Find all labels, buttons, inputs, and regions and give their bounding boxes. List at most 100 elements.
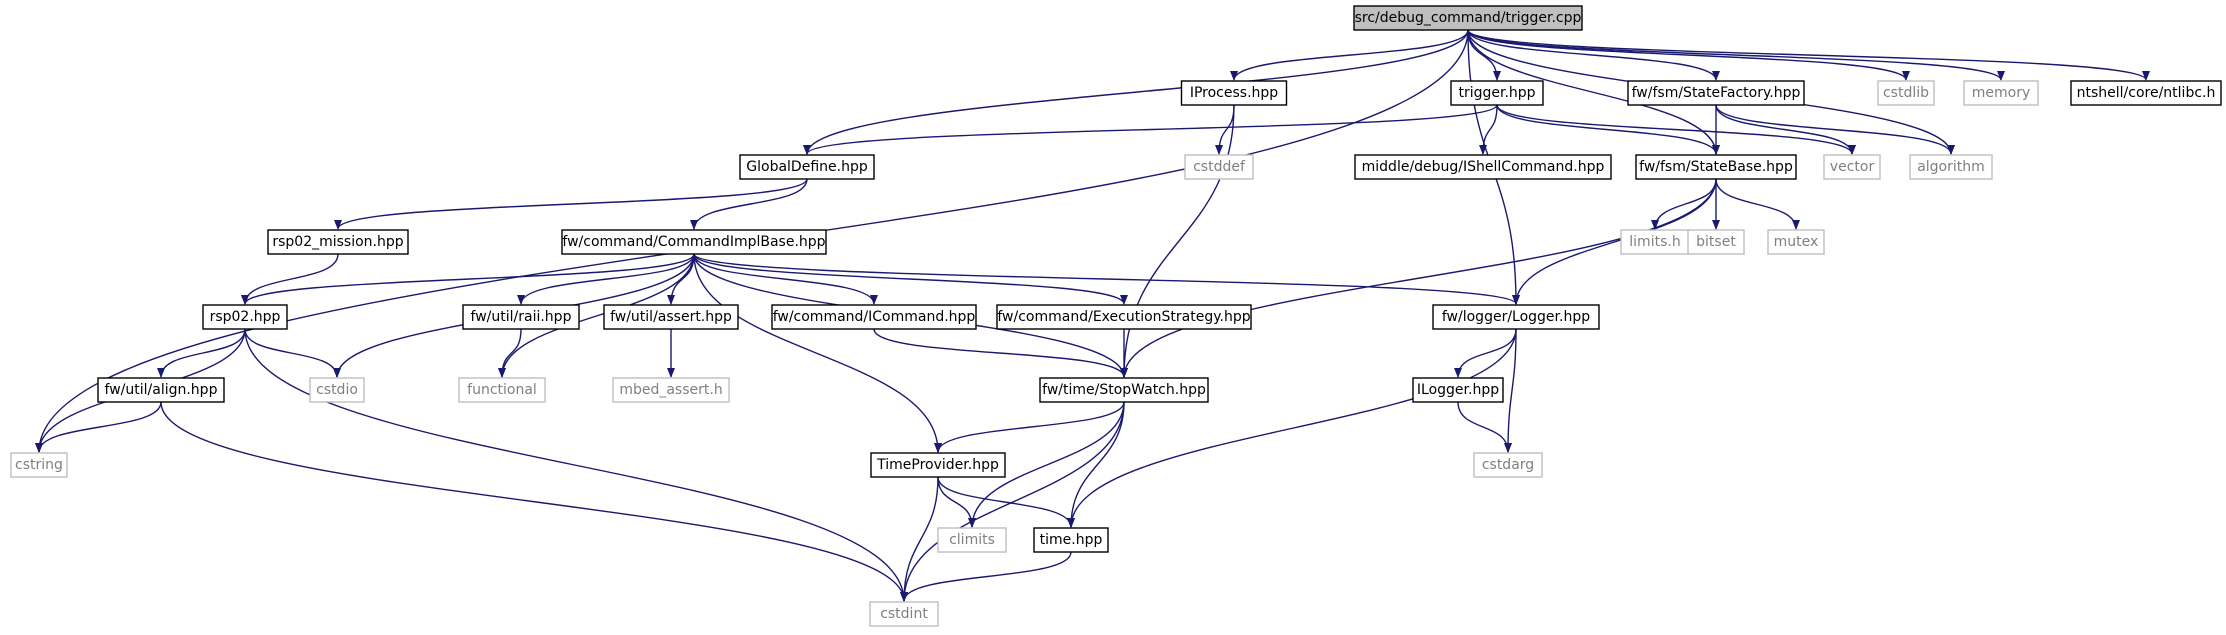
edge-stopwatch-to-time <box>1067 401 1125 528</box>
edge-trigger_hpp-to-statebase <box>1496 104 1720 155</box>
node-box <box>1909 154 1993 180</box>
edge-iprocess-to-stopwatch <box>1120 104 1235 378</box>
node-vector: vector <box>1823 154 1881 180</box>
edge-globaldefine-to-rsp02mission <box>334 178 808 230</box>
node-label: rsp02.hpp <box>210 309 281 325</box>
node-box <box>1180 80 1288 106</box>
node-box <box>2070 80 2222 106</box>
node-fw-util-raii-hpp[interactable]: fw/util/raii.hpp <box>462 304 580 330</box>
edge-rsp02mission-to-rsp02 <box>241 253 339 305</box>
edge-trigger_cpp-to-statefactory <box>1467 29 1720 81</box>
node-climits: climits <box>937 527 1007 553</box>
node-label: mbed_assert.h <box>619 382 722 398</box>
edge-cmdimplbase-to-assert <box>667 253 695 305</box>
edge-statebase-to-stopwatch <box>1120 178 1717 378</box>
edge-icommand-to-stopwatch <box>873 328 1128 378</box>
node-box <box>1354 154 1612 180</box>
node-mbed-assert-h: mbed_assert.h <box>612 377 730 403</box>
edge-cmdimplbase-to-logger <box>693 253 1520 305</box>
edge-cmdimplbase-to-execstrategy <box>693 253 1128 305</box>
edge-statebase-to-mutex <box>1715 178 1800 230</box>
node-label: IProcess.hpp <box>1190 85 1278 101</box>
node-label: cstdarg <box>1482 457 1534 473</box>
edges-layer <box>35 29 2150 602</box>
node-mutex: mutex <box>1767 229 1825 255</box>
node-timeprovider-hpp[interactable]: TimeProvider.hpp <box>870 452 1006 478</box>
node-time-hpp[interactable]: time.hpp <box>1033 527 1109 553</box>
node-ilogger-hpp[interactable]: ILogger.hpp <box>1412 377 1504 403</box>
edge-logger-to-time <box>1067 328 1517 528</box>
node-box <box>1412 377 1504 403</box>
node-ntshell-core-ntlibc-h[interactable]: ntshell/core/ntlibc.h <box>2070 80 2222 106</box>
edge-stopwatch-to-climits <box>968 401 1125 528</box>
edge-ilogger-to-cstdarg <box>1457 401 1512 453</box>
node-box <box>771 304 977 330</box>
node-box <box>1963 80 2039 106</box>
node-fw-fsm-statefactory-hpp[interactable]: fw/fsm/StateFactory.hpp <box>1627 80 1805 106</box>
edge-rsp02-to-align <box>157 328 246 378</box>
node-box <box>603 304 739 330</box>
edge-globaldefine-to-cmdimplbase <box>690 178 808 230</box>
node-box <box>996 304 1252 330</box>
node-rsp02-mission-hpp[interactable]: rsp02_mission.hpp <box>267 229 409 255</box>
node-algorithm: algorithm <box>1909 154 1993 180</box>
node-box <box>202 304 288 330</box>
edge-rsp02-to-cstdint <box>244 328 908 602</box>
edge-logger-to-ilogger <box>1454 328 1517 378</box>
node-iprocess-hpp[interactable]: IProcess.hpp <box>1180 80 1288 106</box>
node-box <box>1353 5 1583 31</box>
node-label: ntshell/core/ntlibc.h <box>2077 85 2216 101</box>
node-box <box>309 377 365 403</box>
node-label: fw/command/CommandImplBase.hpp <box>562 234 825 250</box>
node-fw-fsm-statebase-hpp[interactable]: fw/fsm/StateBase.hpp <box>1635 154 1797 180</box>
edge-cmdimplbase-to-rsp02 <box>241 253 695 305</box>
edge-raii-to-functional <box>498 328 522 378</box>
node-label: src/debug_command/trigger.cpp <box>1355 10 1582 26</box>
node-box <box>1450 80 1544 106</box>
node-globaldefine-hpp[interactable]: GlobalDefine.hpp <box>739 154 875 180</box>
edge-iprocess-to-cstddef <box>1215 104 1235 155</box>
edge-cmdimplbase-to-timeprovider <box>693 253 942 453</box>
node-fw-time-stopwatch-hpp[interactable]: fw/time/StopWatch.hpp <box>1039 377 1209 403</box>
edge-trigger_cpp-to-globaldefine <box>803 29 1469 155</box>
node-box <box>462 304 580 330</box>
node-fw-util-assert-hpp[interactable]: fw/util/assert.hpp <box>603 304 739 330</box>
edge-align-to-cstring <box>35 401 162 453</box>
node-label: GlobalDefine.hpp <box>746 159 868 175</box>
node-fw-command-executionstrategy-hpp[interactable]: fw/command/ExecutionStrategy.hpp <box>996 304 1252 330</box>
edge-trigger_cpp-to-memory <box>1467 29 2005 81</box>
node-box <box>870 452 1006 478</box>
node-fw-command-commandimplbase-hpp[interactable]: fw/command/CommandImplBase.hpp <box>561 229 827 255</box>
node-label: fw/logger/Logger.hpp <box>1442 309 1590 325</box>
node-box <box>937 527 1007 553</box>
node-limits-h: limits.h <box>1620 229 1690 255</box>
node-fw-command-icommand-hpp[interactable]: fw/command/ICommand.hpp <box>771 304 977 330</box>
edge-trigger_cpp-to-statebase <box>1467 29 1720 155</box>
node-cstddef: cstddef <box>1184 154 1254 180</box>
node-box <box>1033 527 1109 553</box>
node-label: cstdlib <box>1883 85 1929 101</box>
node-middle-debug-ishellcommand-hpp[interactable]: middle/debug/IShellCommand.hpp <box>1354 154 1612 180</box>
node-label: fw/fsm/StateFactory.hpp <box>1632 85 1801 101</box>
node-trigger-hpp[interactable]: trigger.hpp <box>1450 80 1544 106</box>
node-label: limits.h <box>1629 234 1680 250</box>
edge-trigger_hpp-to-ishellcmd <box>1479 104 1498 155</box>
edge-statefactory-to-algorithm <box>1715 104 1955 155</box>
node-cstring: cstring <box>10 452 68 478</box>
node-box <box>1039 377 1209 403</box>
edge-cmdimplbase-to-icommand <box>693 253 878 305</box>
node-fw-util-align-hpp[interactable]: fw/util/align.hpp <box>97 377 225 403</box>
edge-logger-to-cstdarg <box>1504 328 1517 453</box>
node-rsp02-hpp[interactable]: rsp02.hpp <box>202 304 288 330</box>
node-box <box>1184 154 1254 180</box>
node-box <box>1687 229 1745 255</box>
node-fw-logger-logger-hpp[interactable]: fw/logger/Logger.hpp <box>1432 304 1600 330</box>
node-src-debug-command-trigger-cpp: src/debug_command/trigger.cpp <box>1353 5 1583 31</box>
node-label: fw/command/ICommand.hpp <box>773 309 976 325</box>
node-box <box>1877 80 1935 106</box>
node-label: fw/fsm/StateBase.hpp <box>1639 159 1793 175</box>
node-box <box>561 229 827 255</box>
node-bitset: bitset <box>1687 229 1745 255</box>
